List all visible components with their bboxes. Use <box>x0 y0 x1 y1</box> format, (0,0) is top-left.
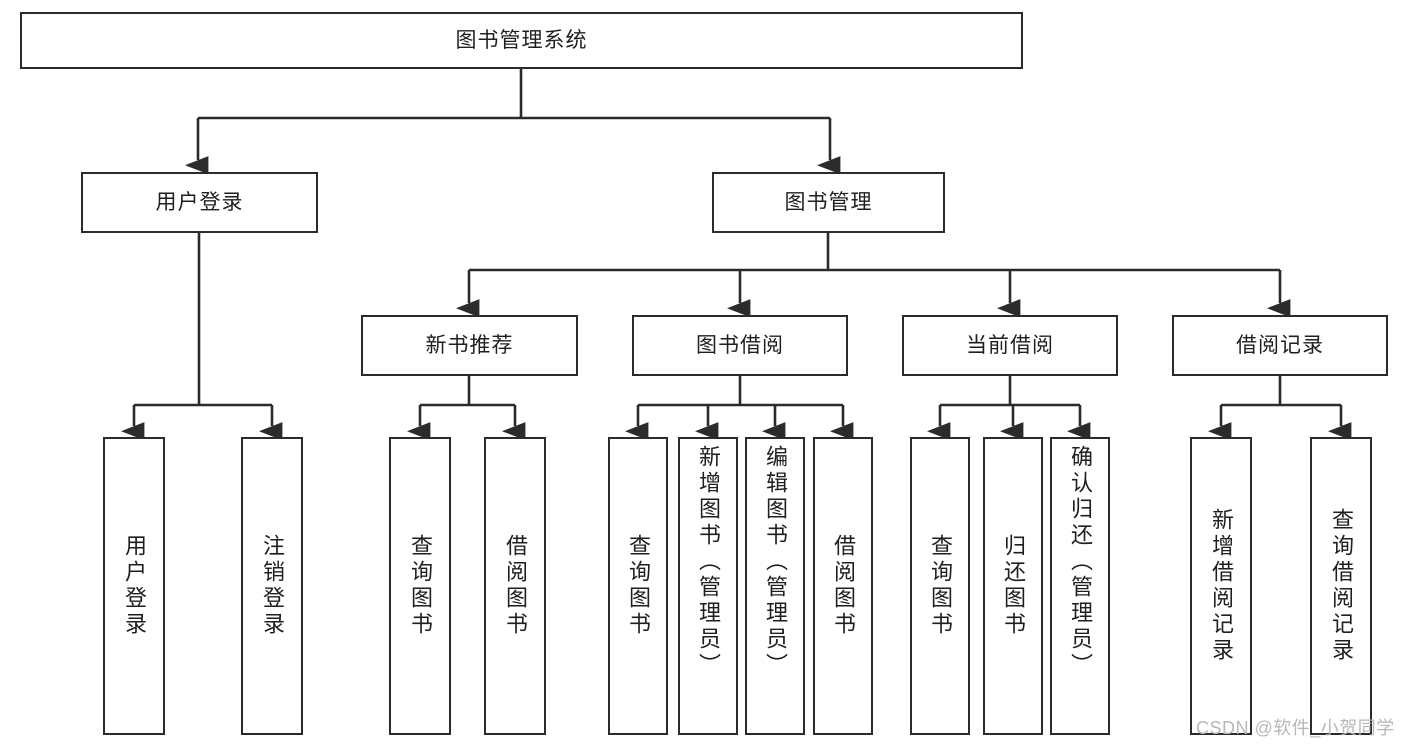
csdn-watermark: CSDN @软件_小贺同学 <box>1196 718 1395 738</box>
node-leaf-confirm-return-label: 确认归还（管理员） <box>1068 445 1093 679</box>
node-current-borrow-label: 当前借阅 <box>966 333 1054 357</box>
node-leaf-query-book-2[interactable]: 查询图书 <box>608 437 668 735</box>
node-current-borrow[interactable]: 当前借阅 <box>902 315 1118 376</box>
node-leaf-borrow-book-2[interactable]: 借阅图书 <box>813 437 873 735</box>
node-leaf-query-record[interactable]: 查询借阅记录 <box>1310 437 1372 735</box>
node-leaf-borrow-book-1[interactable]: 借阅图书 <box>484 437 546 735</box>
node-leaf-query-record-label: 查询借阅记录 <box>1329 508 1354 664</box>
node-leaf-user-login-label: 用户登录 <box>122 534 147 638</box>
node-leaf-query-book-1-label: 查询图书 <box>408 534 433 638</box>
node-leaf-add-book[interactable]: 新增图书（管理员） <box>678 437 738 735</box>
node-leaf-user-login[interactable]: 用户登录 <box>103 437 165 735</box>
node-leaf-query-book-3[interactable]: 查询图书 <box>910 437 970 735</box>
node-leaf-edit-book[interactable]: 编辑图书（管理员） <box>745 437 805 735</box>
node-new-book-rec[interactable]: 新书推荐 <box>361 315 578 376</box>
node-leaf-confirm-return[interactable]: 确认归还（管理员） <box>1050 437 1110 735</box>
node-book-manage-label: 图书管理 <box>784 190 873 214</box>
node-book-manage[interactable]: 图书管理 <box>712 172 945 233</box>
node-leaf-logout-label: 注销登录 <box>260 534 285 638</box>
node-root[interactable]: 图书管理系统 <box>20 12 1023 69</box>
node-leaf-borrow-book-1-label: 借阅图书 <box>503 534 528 638</box>
node-leaf-return-book-label: 归还图书 <box>1001 534 1026 638</box>
node-leaf-return-book[interactable]: 归还图书 <box>983 437 1043 735</box>
node-leaf-query-book-3-label: 查询图书 <box>928 534 953 638</box>
node-leaf-query-book-2-label: 查询图书 <box>626 534 651 638</box>
node-leaf-add-book-label: 新增图书（管理员） <box>696 445 721 679</box>
node-root-label: 图书管理系统 <box>455 28 588 52</box>
node-leaf-borrow-book-2-label: 借阅图书 <box>831 534 856 638</box>
node-new-book-rec-label: 新书推荐 <box>425 333 514 357</box>
node-leaf-edit-book-label: 编辑图书（管理员） <box>763 445 788 679</box>
node-leaf-query-book-1[interactable]: 查询图书 <box>389 437 451 735</box>
node-user-login-label: 用户登录 <box>155 190 244 214</box>
node-borrow-record[interactable]: 借阅记录 <box>1172 315 1388 376</box>
node-book-borrow-label: 图书借阅 <box>696 333 784 357</box>
node-leaf-add-record-label: 新增借阅记录 <box>1209 508 1234 664</box>
node-leaf-logout[interactable]: 注销登录 <box>241 437 303 735</box>
node-book-borrow[interactable]: 图书借阅 <box>632 315 848 376</box>
node-leaf-add-record[interactable]: 新增借阅记录 <box>1190 437 1252 735</box>
node-user-login[interactable]: 用户登录 <box>81 172 318 233</box>
node-borrow-record-label: 借阅记录 <box>1236 333 1324 357</box>
